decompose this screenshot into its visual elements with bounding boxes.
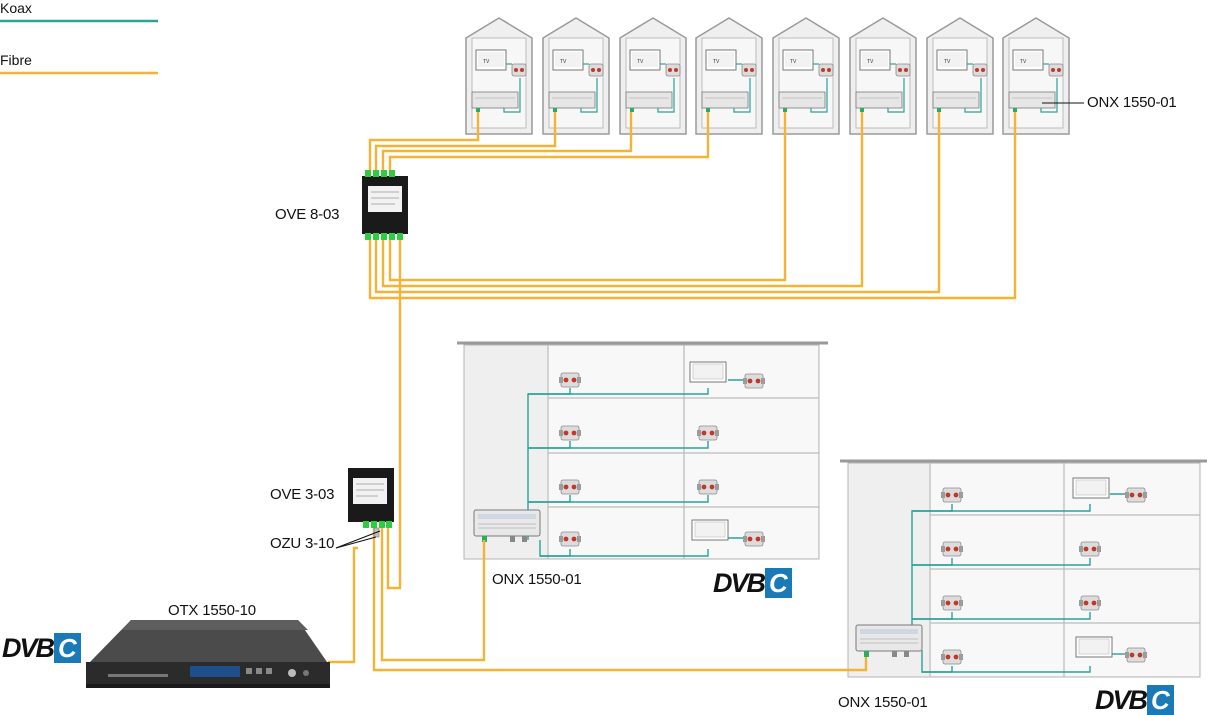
dvb-letter: C <box>765 568 792 598</box>
house-2-contents: TV <box>548 49 604 113</box>
fibre-port <box>630 108 634 112</box>
coax-onx <box>733 78 751 113</box>
house-3-contents: TV <box>625 49 681 113</box>
legend <box>0 19 158 75</box>
house-1-contents: TV <box>471 49 527 113</box>
dvb-text: DVB <box>713 568 766 598</box>
fibre-lower <box>328 524 868 672</box>
fibre-port <box>706 108 710 112</box>
coax-onx <box>810 78 828 113</box>
wall-socket-icon <box>895 63 911 77</box>
building-bottom <box>840 459 1207 678</box>
wall-socket-icon <box>1048 63 1064 77</box>
coax-onx <box>657 78 675 113</box>
tv-screen <box>708 52 734 67</box>
houses-content: TV TV TV TV TV TV TV TV <box>471 49 1064 113</box>
coax-onx <box>503 78 521 113</box>
fibre-legend-label: Fibre <box>0 52 32 68</box>
house-5-contents: TV <box>778 49 834 113</box>
fibre-port <box>553 108 557 112</box>
tv-text: TV <box>1020 59 1027 65</box>
tv-text: TV <box>637 59 644 65</box>
tv-text: TV <box>867 59 874 65</box>
wall-socket-icon <box>818 63 834 77</box>
tv-screen <box>862 52 888 67</box>
tv-text: TV <box>483 59 490 65</box>
house-6-contents: TV <box>855 49 911 113</box>
house-4-contents: TV <box>701 49 757 113</box>
fibre-port <box>783 108 787 112</box>
building-middle <box>457 341 828 560</box>
onx-node-icon <box>548 91 596 109</box>
ove3-label: OVE 3-03 <box>270 486 335 503</box>
house-8-contents: TV <box>1008 49 1064 113</box>
coax-onx <box>580 78 598 113</box>
coax-bottom <box>911 493 1128 673</box>
fibre-port <box>937 108 941 112</box>
coax-middle <box>527 379 746 557</box>
otx-transmitter <box>86 620 330 688</box>
dvb-text: DVB <box>2 633 55 663</box>
wall-socket-icon <box>511 63 527 77</box>
wall-socket-icon <box>741 63 757 77</box>
coax-legend-label: Koax <box>0 0 32 16</box>
ozu-label: OZU 3-10 <box>270 535 335 552</box>
dvb-text: DVB <box>1095 685 1148 715</box>
wall-socket-icon <box>665 63 681 77</box>
otx-label: OTX 1550-10 <box>168 602 256 619</box>
fibre-port <box>476 108 480 112</box>
onx-node-icon <box>932 91 980 109</box>
onx-middle-label: ONX 1550-01 <box>492 571 582 588</box>
coax-onx <box>887 78 905 113</box>
dvb-letter: C <box>1147 685 1174 715</box>
ove3-splitter <box>335 468 394 549</box>
onx-node-icon <box>701 91 749 109</box>
fibre-port <box>1013 108 1017 112</box>
onx-node-icon <box>778 91 826 109</box>
tv-screen <box>939 52 965 67</box>
wall-socket-icon <box>972 63 988 77</box>
onx-node-icon <box>625 91 673 109</box>
coax-onx <box>1040 78 1058 113</box>
coax-onx <box>964 78 982 113</box>
wall-socket-icon <box>588 63 604 77</box>
tv-screen <box>1015 52 1041 67</box>
tv-text: TV <box>560 59 567 65</box>
tv-screen <box>555 52 581 67</box>
tv-text: TV <box>713 59 720 65</box>
tv-text: TV <box>944 59 951 65</box>
tv-text: TV <box>790 59 797 65</box>
onx-node-icon <box>471 91 519 109</box>
ove8-splitter <box>362 170 408 240</box>
onx-top-label: ONX 1550-01 <box>1087 94 1177 111</box>
dvb-letter: C <box>54 633 81 663</box>
fibre-port <box>860 108 864 112</box>
house-7-contents: TV <box>932 49 988 113</box>
tv-screen <box>785 52 811 67</box>
onx-node-icon <box>855 91 903 109</box>
onx-node-icon <box>1008 91 1056 109</box>
tv-screen <box>478 52 504 67</box>
onx-bottom-label: ONX 1550-01 <box>838 694 928 711</box>
ove8-label: OVE 8-03 <box>275 206 340 223</box>
tv-screen <box>632 52 658 67</box>
fibre-top <box>368 112 1017 590</box>
